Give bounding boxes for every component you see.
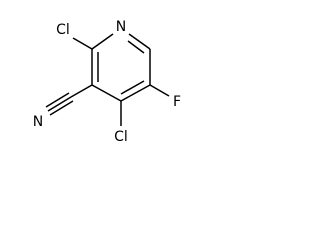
atom-label-n-nitrile: N (33, 114, 43, 130)
atom-label-n-ring: N (116, 19, 126, 35)
bond-c3-cn (70, 84, 93, 98)
bond-c4-c5-inner (120, 80, 145, 95)
nitrile-triple-bond-center (47, 96, 72, 112)
molecule-structure: N Cl F Cl N (33, 19, 181, 145)
bond-c2-cl (72, 37, 93, 50)
atom-label-cl-c4: Cl (114, 129, 128, 145)
bond-n1-c6-inner (127, 40, 145, 54)
bond-n1-c6 (128, 33, 151, 50)
bond-n1-c2 (91, 33, 114, 50)
bond-c3-c4 (91, 84, 122, 102)
nitrile-triple-bond-upper (45, 92, 70, 108)
bond-c5-f (149, 84, 170, 97)
atom-label-f-c5: F (173, 94, 181, 110)
bond-c4-c5 (120, 84, 151, 102)
nitrile-triple-bond-lower (49, 100, 74, 116)
atom-label-cl-c2: Cl (56, 22, 70, 38)
